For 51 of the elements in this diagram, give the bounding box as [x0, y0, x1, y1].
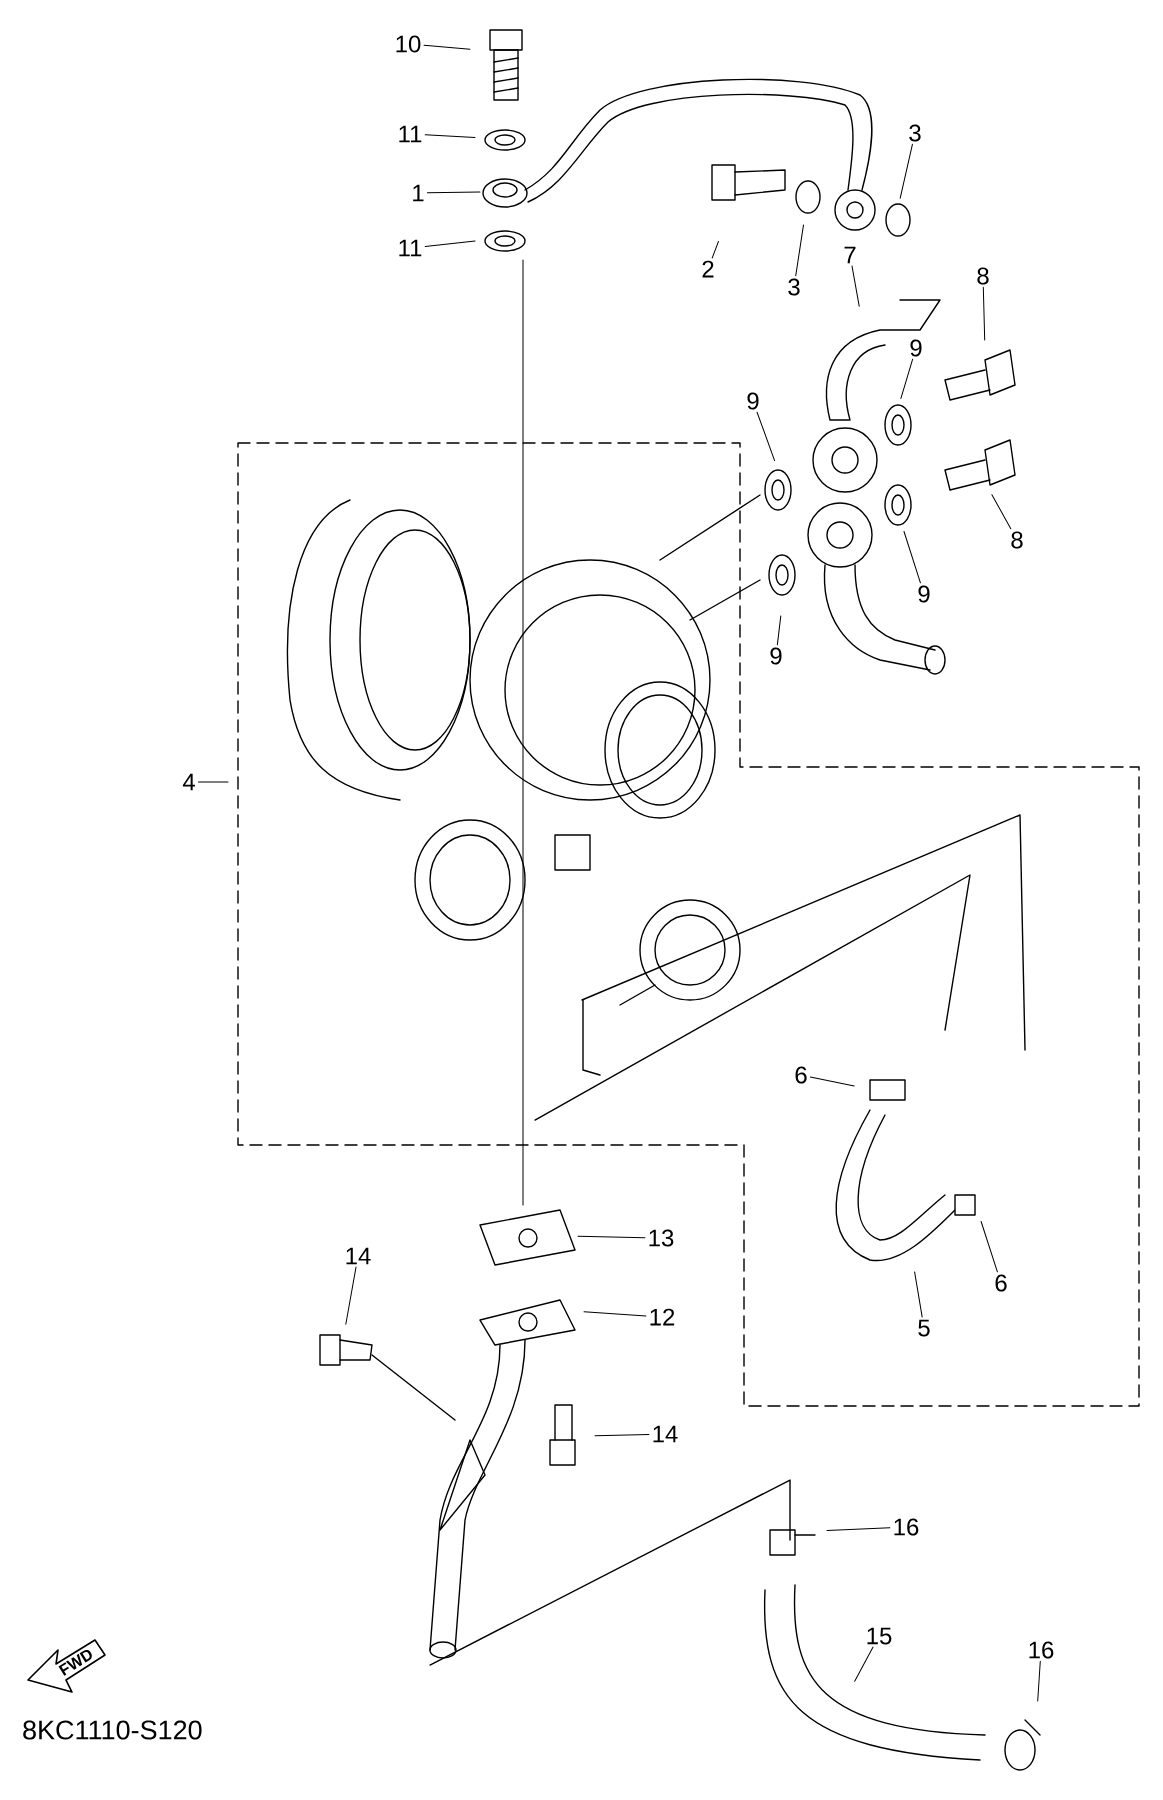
- callout-number: 11: [399, 125, 422, 143]
- callout-number: 3: [909, 124, 921, 142]
- callout-number: 9: [747, 392, 759, 410]
- callout-number: 13: [649, 1229, 674, 1247]
- callout-number: 5: [918, 1319, 930, 1337]
- leader-line: [577, 1235, 646, 1239]
- callout-number: 9: [910, 339, 922, 357]
- callout-number: 3: [788, 278, 800, 296]
- leader-line: [426, 191, 481, 194]
- leader-line: [711, 240, 719, 259]
- callout-number: 15: [867, 1627, 892, 1645]
- callout-number: 14: [653, 1425, 678, 1443]
- leader-line: [980, 1221, 998, 1273]
- leader-line: [197, 781, 229, 783]
- leader-line: [424, 240, 476, 247]
- callout-number: 16: [1029, 1641, 1054, 1659]
- callout-number: 7: [844, 246, 856, 264]
- callout-number: 8: [977, 267, 989, 285]
- callout-number: 9: [918, 585, 930, 603]
- leader-line: [1037, 1660, 1041, 1702]
- leader-line: [776, 615, 782, 646]
- callout-number: 12: [650, 1308, 675, 1326]
- leader-line: [982, 286, 986, 341]
- callout-number: 14: [346, 1247, 371, 1265]
- leader-line: [795, 224, 804, 277]
- leader-line: [424, 134, 476, 138]
- leader-line: [899, 143, 913, 199]
- leader-line: [756, 411, 776, 462]
- leader-line: [991, 494, 1012, 530]
- leader-line: [851, 265, 860, 307]
- leader-line: [903, 531, 921, 584]
- callout-number: 6: [995, 1274, 1007, 1292]
- callout-number: 9: [770, 647, 782, 665]
- leader-line: [345, 1266, 357, 1325]
- leader-line: [423, 44, 471, 50]
- leader-line: [809, 1076, 855, 1087]
- leader-line: [594, 1433, 650, 1437]
- callout-number: 11: [399, 239, 422, 257]
- leader-line: [583, 1311, 647, 1317]
- callout-number: 10: [396, 35, 421, 53]
- leader-line: [900, 358, 914, 399]
- callout-number: 8: [1011, 531, 1023, 549]
- leader-line: [854, 1646, 874, 1682]
- leader-line: [914, 1271, 923, 1318]
- callout-number: 6: [795, 1066, 807, 1084]
- callout-number: 1: [413, 184, 424, 202]
- leader-line: [826, 1527, 891, 1532]
- callout-number: 2: [702, 260, 714, 278]
- part-code: 8KC1110-S120: [23, 1720, 202, 1740]
- callout-number: 4: [182, 773, 195, 791]
- callout-number: 16: [894, 1518, 919, 1536]
